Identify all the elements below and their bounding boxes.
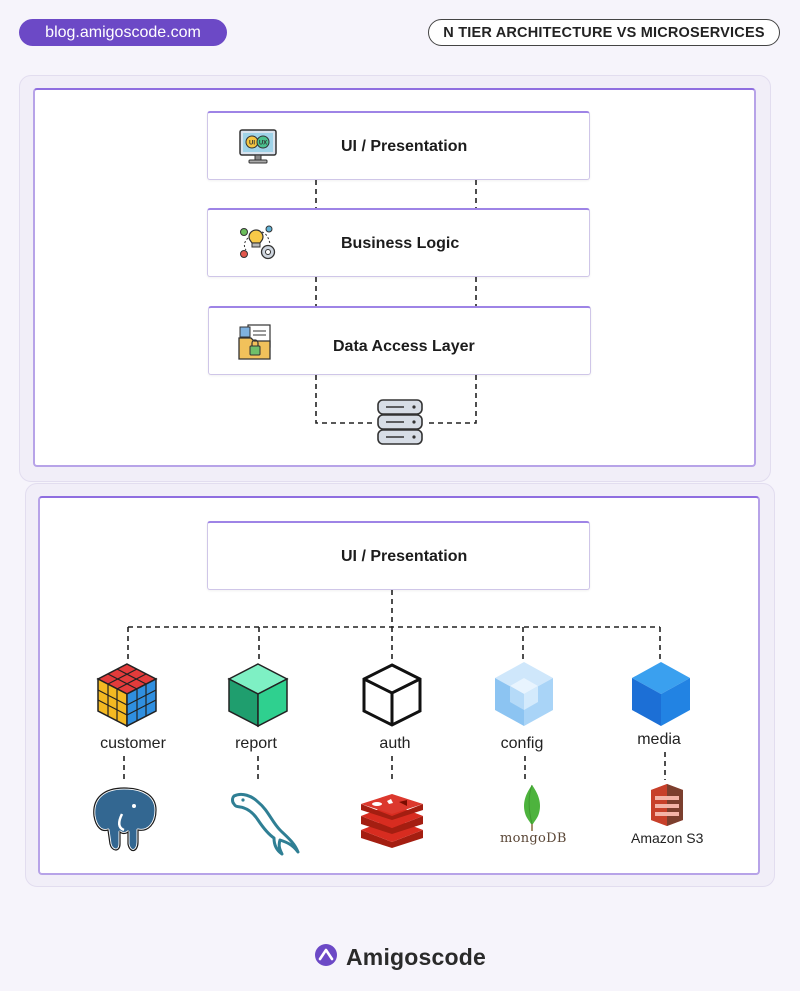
mongodb-leaf-icon [518,784,546,837]
redis-icon [359,792,425,853]
rubik-cube-icon [96,662,158,733]
layer-label: Business Logic [341,235,460,252]
amigoscode-logo-icon [314,943,338,972]
mongodb-label: mongoDB [500,831,567,846]
ms-ui-presentation[interactable]: UI / Presentation [207,521,590,590]
footer-brand-name: Amigoscode [345,943,487,970]
site-url-badge[interactable]: blog.amigoscode.com [19,19,227,46]
business-logic-icon [238,224,280,269]
amazon-s3-icon [645,782,689,833]
outline-cube-icon [361,662,423,733]
business-logic-layer[interactable]: Business Logic [207,208,590,277]
service-label-config: config [500,735,544,752]
service-label-report: report [235,735,277,752]
layer-label: UI / Presentation [341,138,468,155]
ms-ui-presentation-label: UI / Presentation [341,548,468,565]
data-folder-lock-icon [236,322,276,367]
amazon-s3-label: Amazon S3 [631,830,704,846]
service-label-customer: customer [100,735,166,752]
mysql-dolphin-icon [228,786,300,863]
ui-ux-monitor-icon: UI UX [238,127,278,172]
svg-text:UX: UX [259,141,267,147]
layer-label: Data Access Layer [333,338,475,355]
ui-presentation-layer[interactable]: UI UX UI / Presentation [207,111,590,180]
postgresql-elephant-icon [88,784,160,861]
footer-brand: Amigoscode [0,940,800,974]
data-access-layer[interactable]: Data Access Layer [208,306,591,375]
page-title: N TIER ARCHITECTURE VS MICROSERVICES [428,19,780,46]
service-label-auth: auth [379,735,411,752]
blue-cube-icon [630,660,692,733]
svg-text:UI: UI [249,141,255,147]
database-icon [376,396,424,453]
green-cube-icon [227,662,289,733]
service-label-media: media [637,731,681,748]
light-blue-cube-icon [493,660,555,733]
